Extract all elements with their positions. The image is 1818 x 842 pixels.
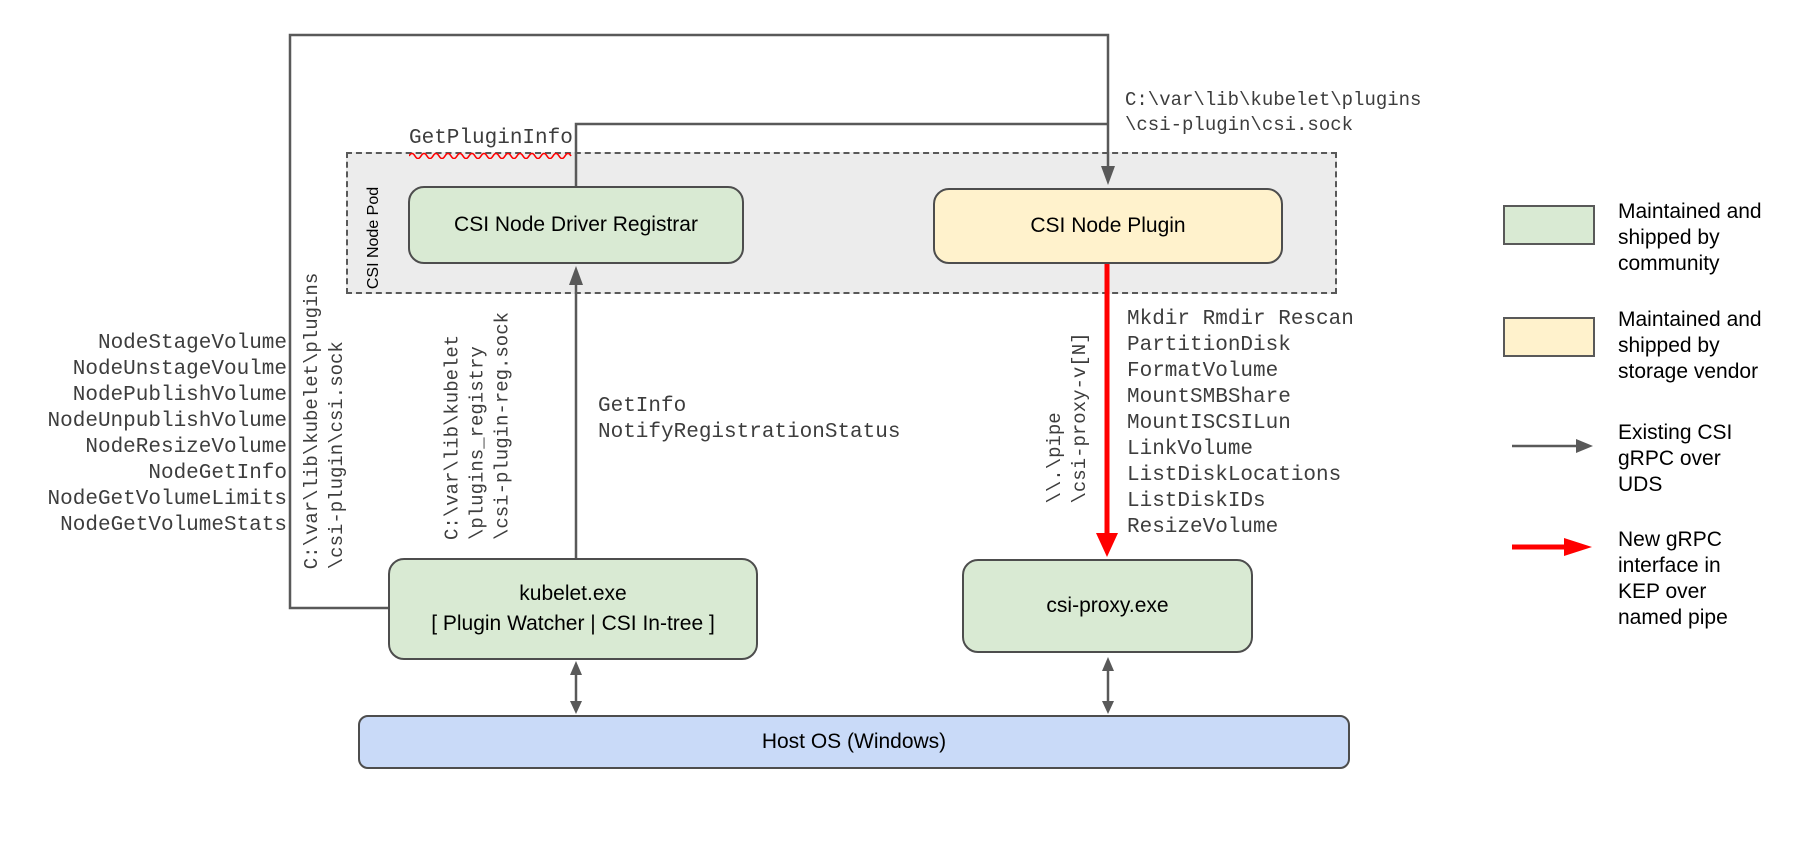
named-pipe-vertical-label: \\.\pipe \csi-proxy-v[N] (1044, 332, 1091, 504)
kubelet-box: kubelet.exe [ Plugin Watcher | CSI In-tr… (388, 558, 758, 660)
registrar-box-label: CSI Node Driver Registrar (454, 213, 698, 236)
getplugininfo-label: GetPluginInfo (409, 127, 573, 150)
legend-community-text: Maintained and shipped by community (1618, 200, 1762, 275)
bidi-arrowhead-kubelet-top (570, 661, 582, 675)
legend-swatch-community (1503, 205, 1595, 245)
legend-uds-arrowhead (1576, 439, 1593, 453)
proxy-methods-list: Mkdir Rmdir Rescan PartitionDisk FormatV… (1127, 308, 1354, 539)
registrar-box: CSI Node Driver Registrar (408, 186, 744, 264)
legend-pipe-text: New gRPC interface in KEP over named pip… (1618, 528, 1728, 629)
legend-pipe-arrowhead (1564, 538, 1592, 556)
plugin-box: CSI Node Plugin (933, 188, 1283, 264)
legend-vendor-text: Maintained and shipped by storage vendor (1618, 308, 1762, 383)
hostos-bar-label: Host OS (Windows) (761, 730, 947, 753)
uds-line-registrar-to-plugin (574, 122, 1108, 186)
csiproxy-box: csi-proxy.exe (962, 559, 1253, 653)
node-methods-list: NodeStageVolume NodeUnstageVoulme NodePu… (47, 332, 287, 537)
plugin-sock-path-label: C:\var\lib\kubelet\plugins \csi-plugin\c… (1125, 89, 1422, 136)
plugin-sock-vertical-label: C:\var\lib\kubelet\plugins \csi-plugin\c… (301, 272, 348, 570)
uds-arrowhead-into-registrar (569, 266, 583, 285)
hostos-bar: Host OS (Windows) (358, 715, 1350, 769)
bidi-arrowhead-csiproxy-bottom (1102, 701, 1114, 714)
registry-sock-vertical-label: C:\var\lib\kubelet \plugins_registry \cs… (441, 311, 514, 541)
csi-node-pod-label: CSI Node Pod (365, 186, 382, 290)
uds-arrow-kubelet-to-plugin (288, 33, 1110, 610)
kubelet-box-subtitle: [ Plugin Watcher | CSI In-tree ] (431, 612, 715, 635)
registration-methods-list: GetInfo NotifyRegistrationStatus (598, 395, 901, 444)
uds-arrowhead-into-plugin (1101, 166, 1115, 185)
pipe-arrowhead-into-csiproxy (1096, 533, 1118, 557)
bidi-arrowhead-kubelet-bottom (570, 701, 582, 714)
kubelet-box-title: kubelet.exe (519, 582, 627, 605)
bidi-arrowhead-csiproxy-top (1102, 657, 1114, 671)
plugin-box-label: CSI Node Plugin (1030, 214, 1186, 237)
legend-swatch-vendor (1503, 317, 1595, 357)
legend-uds-text: Existing CSI gRPC over UDS (1618, 421, 1733, 496)
csiproxy-box-label: csi-proxy.exe (1046, 594, 1169, 617)
spellcheck-squiggle-icon (409, 152, 572, 159)
